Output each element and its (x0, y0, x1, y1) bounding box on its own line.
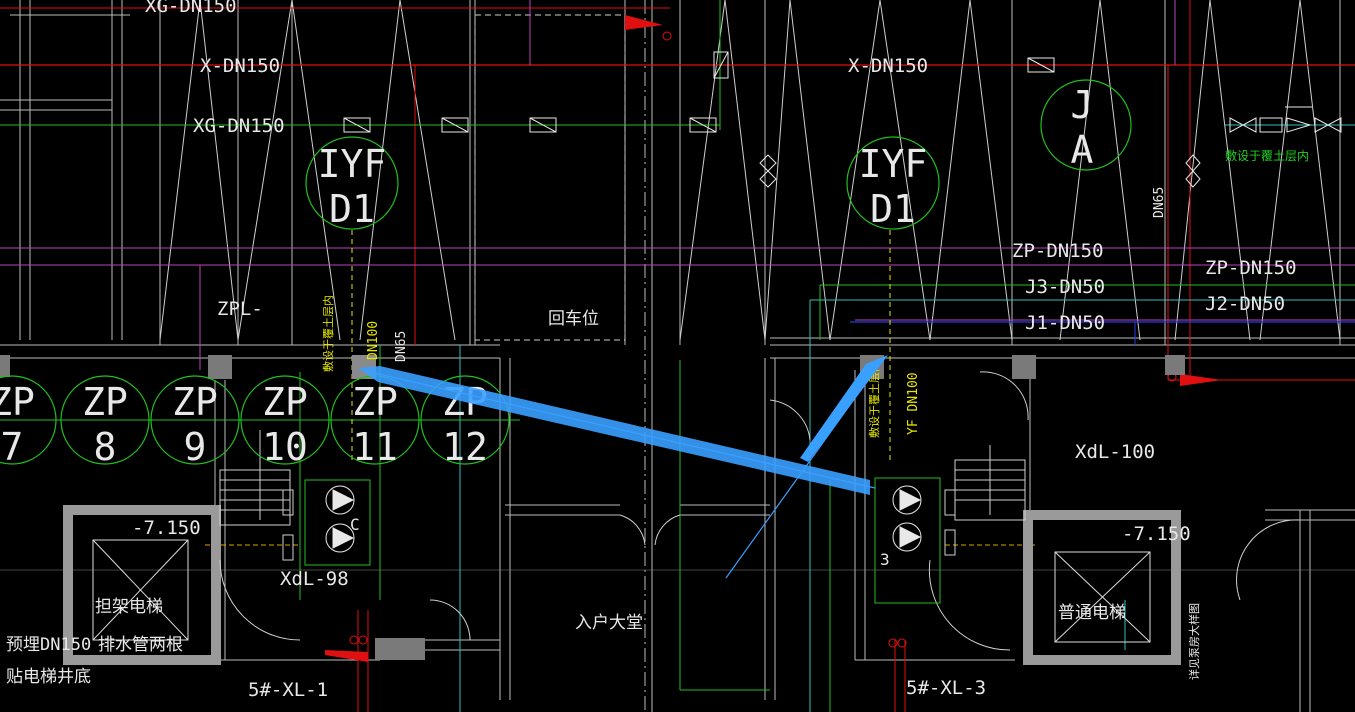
tag-circles (0, 79, 1132, 465)
pipe-valves (343, 51, 1342, 188)
room-label-texts: 担架电梯 普通电梯 入户大堂 回车位 预埋DN150 排水管两根 贴电梯井底 (6, 309, 1126, 687)
hydrant-markers (325, 15, 1222, 662)
label-zp-dn150-mid: ZP-DN150 (1012, 240, 1104, 262)
soil-note-right: 敷设于覆土层内 (867, 361, 881, 438)
note-drain-pipes: 排水管两根 (98, 635, 183, 655)
note-elevator-pit: 贴电梯井底 (6, 667, 91, 687)
label-xg-dn150-top: XG-DN150 (145, 0, 237, 17)
room-turnaround: 回车位 (548, 309, 599, 329)
pump-id-right: 3 (880, 550, 890, 569)
annotation-arrows (358, 355, 888, 579)
label-dn65-right: DN65 (1152, 187, 1167, 218)
zp-7-bottom: 7 (1, 425, 24, 469)
zp-11-top: ZP (352, 380, 398, 424)
tag-iyf-right-bottom: D1 (870, 187, 916, 231)
tag-ja-top: J (1071, 83, 1094, 127)
stairs-and-doors (219, 371, 1301, 651)
label-xg-dn150-mid: XG-DN150 (193, 115, 285, 137)
tag-iyf-right-top: IYF (859, 142, 928, 186)
label-x-dn150-left: X-DN150 (200, 55, 280, 77)
zp-tag-texts: ZP 7 ZP 8 ZP 9 ZP 10 ZP 11 ZP 12 (0, 380, 488, 469)
zp-10-bottom: 10 (262, 425, 308, 469)
soil-note-top: 敷设于覆土层内 (1225, 148, 1309, 163)
label-xl-1: 5#-XL-1 (248, 679, 328, 701)
label-zp-dn150-right: ZP-DN150 (1205, 257, 1297, 279)
pump-id-left: C (350, 515, 360, 534)
zp-12-bottom: 12 (442, 425, 488, 469)
room-entrance-hall: 入户大堂 (575, 613, 643, 633)
label-j3-dn50: J3-DN50 (1025, 276, 1105, 298)
zp-10-top: ZP (262, 380, 308, 424)
tag-ja-bottom: A (1071, 128, 1094, 172)
zp-7-top: ZP (0, 380, 35, 424)
pipe-label-texts: XG-DN150 X-DN150 X-DN150 XG-DN150 ZP-DN1… (132, 0, 1297, 701)
elevation-left: -7.150 (132, 517, 201, 539)
note-reserve-dn150: 预埋DN150 (6, 635, 91, 655)
zp-9-top: ZP (172, 380, 218, 424)
circle-tag-texts: IYF D1 IYF D1 J A (318, 83, 1094, 231)
pump-units (304, 477, 941, 604)
zp-11-bottom: 11 (352, 425, 398, 469)
label-x-dn150-right: X-DN150 (848, 55, 928, 77)
zp-9-bottom: 9 (184, 425, 207, 469)
tag-iyf-left-top: IYF (318, 142, 387, 186)
room-stretcher-elevator: 担架电梯 (95, 597, 163, 617)
label-j1-dn50: J1-DN50 (1025, 312, 1105, 334)
label-j2-dn50: J2-DN50 (1205, 293, 1285, 315)
label-xdl-98: XdL-98 (280, 568, 349, 590)
label-dn65-left: DN65 (394, 331, 409, 362)
soil-note-left: 敷设于覆土层内 (321, 295, 335, 372)
label-zpl: ZPL- (217, 298, 263, 320)
tag-iyf-left-bottom: D1 (329, 187, 375, 231)
zp-8-top: ZP (82, 380, 128, 424)
label-xl-3: 5#-XL-3 (906, 677, 986, 699)
zp-8-bottom: 8 (94, 425, 117, 469)
room-normal-elevator: 普通电梯 (1058, 603, 1126, 623)
label-dn100-left: DN100 (366, 321, 381, 360)
pump-room-note: 详见泵房大样图 (1187, 603, 1201, 680)
parking-stall-lines (159, 0, 1341, 341)
elevation-right: -7.150 (1122, 523, 1191, 545)
elevator-shafts (63, 505, 1181, 665)
label-xdl-100: XdL-100 (1075, 441, 1155, 463)
label-yf-dn100-right: YF DN100 (906, 372, 921, 435)
